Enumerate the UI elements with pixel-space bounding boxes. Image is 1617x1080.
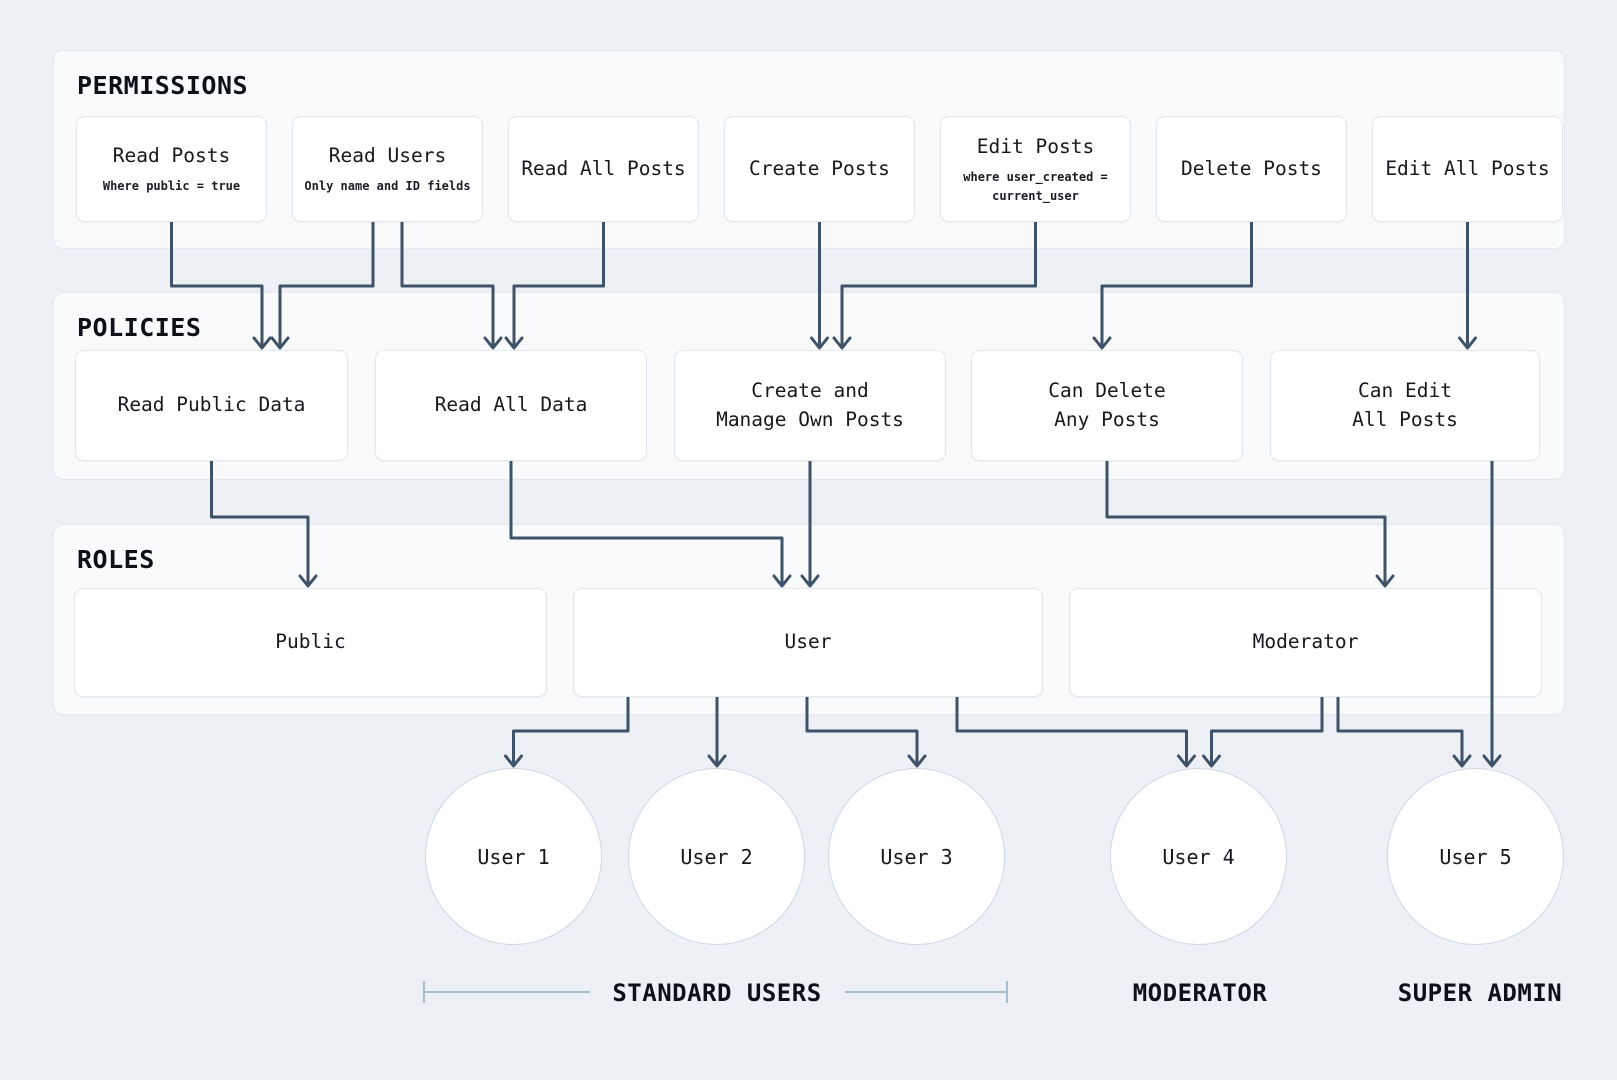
role-box-moderator: Moderator (1069, 588, 1542, 697)
permission-box-read-posts: Read Posts Where public = true (76, 116, 267, 222)
user-circle-1: User 1 (425, 768, 602, 945)
permission-box-read-users: Read Users Only name and ID fields (292, 116, 483, 222)
user-label: User 5 (1439, 844, 1512, 869)
permission-box-edit-posts: Edit Posts where user_created = current_… (940, 116, 1131, 222)
user-label: User 2 (680, 844, 753, 869)
policy-box-create-manage-own-posts: Create and Manage Own Posts (674, 350, 946, 461)
policy-label: Create and Manage Own Posts (716, 379, 904, 431)
user-label: User 3 (880, 844, 953, 869)
user-circle-5: User 5 (1387, 768, 1564, 945)
permission-sublabel: Where public = true (102, 179, 241, 194)
user-circle-2: User 2 (628, 768, 805, 945)
permission-label: Read All Posts (521, 156, 686, 180)
standard-users-bracket-right-tick (1006, 981, 1008, 1003)
permission-box-delete-posts: Delete Posts (1156, 116, 1347, 222)
policy-box-read-public-data: Read Public Data (75, 350, 348, 461)
permission-sublabel: where user_created = current_user (963, 170, 1108, 203)
standard-users-group-label: STANDARD USERS (612, 979, 822, 1007)
user-circle-4: User 4 (1110, 768, 1287, 945)
standard-users-bracket-left-line (423, 991, 590, 993)
role-label: User (784, 630, 832, 654)
super-admin-group-label: SUPER ADMIN (1397, 979, 1563, 1007)
user-label: User 4 (1162, 844, 1235, 869)
permission-label: Create Posts (749, 156, 890, 180)
role-box-public: Public (74, 588, 547, 697)
policies-heading: POLICIES (77, 313, 202, 342)
standard-users-bracket-right-line (845, 991, 1008, 993)
role-box-user: User (573, 588, 1043, 697)
policy-label: Read Public Data (117, 393, 306, 417)
permission-box-create-posts: Create Posts (724, 116, 915, 222)
policy-label: Can Delete Any Posts (1048, 379, 1166, 431)
permissions-heading: PERMISSIONS (77, 71, 249, 100)
permission-box-read-all-posts: Read All Posts (508, 116, 699, 222)
role-label: Moderator (1252, 630, 1359, 654)
roles-heading: ROLES (77, 545, 155, 574)
permission-label: Read Users (328, 144, 447, 168)
policy-box-can-edit-all-posts: Can Edit All Posts (1270, 350, 1540, 461)
permission-label: Edit All Posts (1385, 156, 1550, 180)
moderator-group-label: MODERATOR (1132, 979, 1268, 1007)
permission-label: Read Posts (112, 144, 231, 168)
policy-label: Can Edit All Posts (1352, 379, 1458, 431)
role-label: Public (275, 630, 346, 654)
permission-label: Edit Posts (976, 134, 1095, 158)
user-circle-3: User 3 (828, 768, 1005, 945)
permission-box-edit-all-posts: Edit All Posts (1372, 116, 1563, 222)
policy-box-can-delete-any-posts: Can Delete Any Posts (971, 350, 1243, 461)
policy-box-read-all-data: Read All Data (375, 350, 647, 461)
permission-sublabel: Only name and ID fields (304, 179, 471, 194)
policy-label: Read All Data (434, 393, 588, 417)
user-label: User 1 (477, 844, 550, 869)
permission-label: Delete Posts (1181, 156, 1322, 180)
